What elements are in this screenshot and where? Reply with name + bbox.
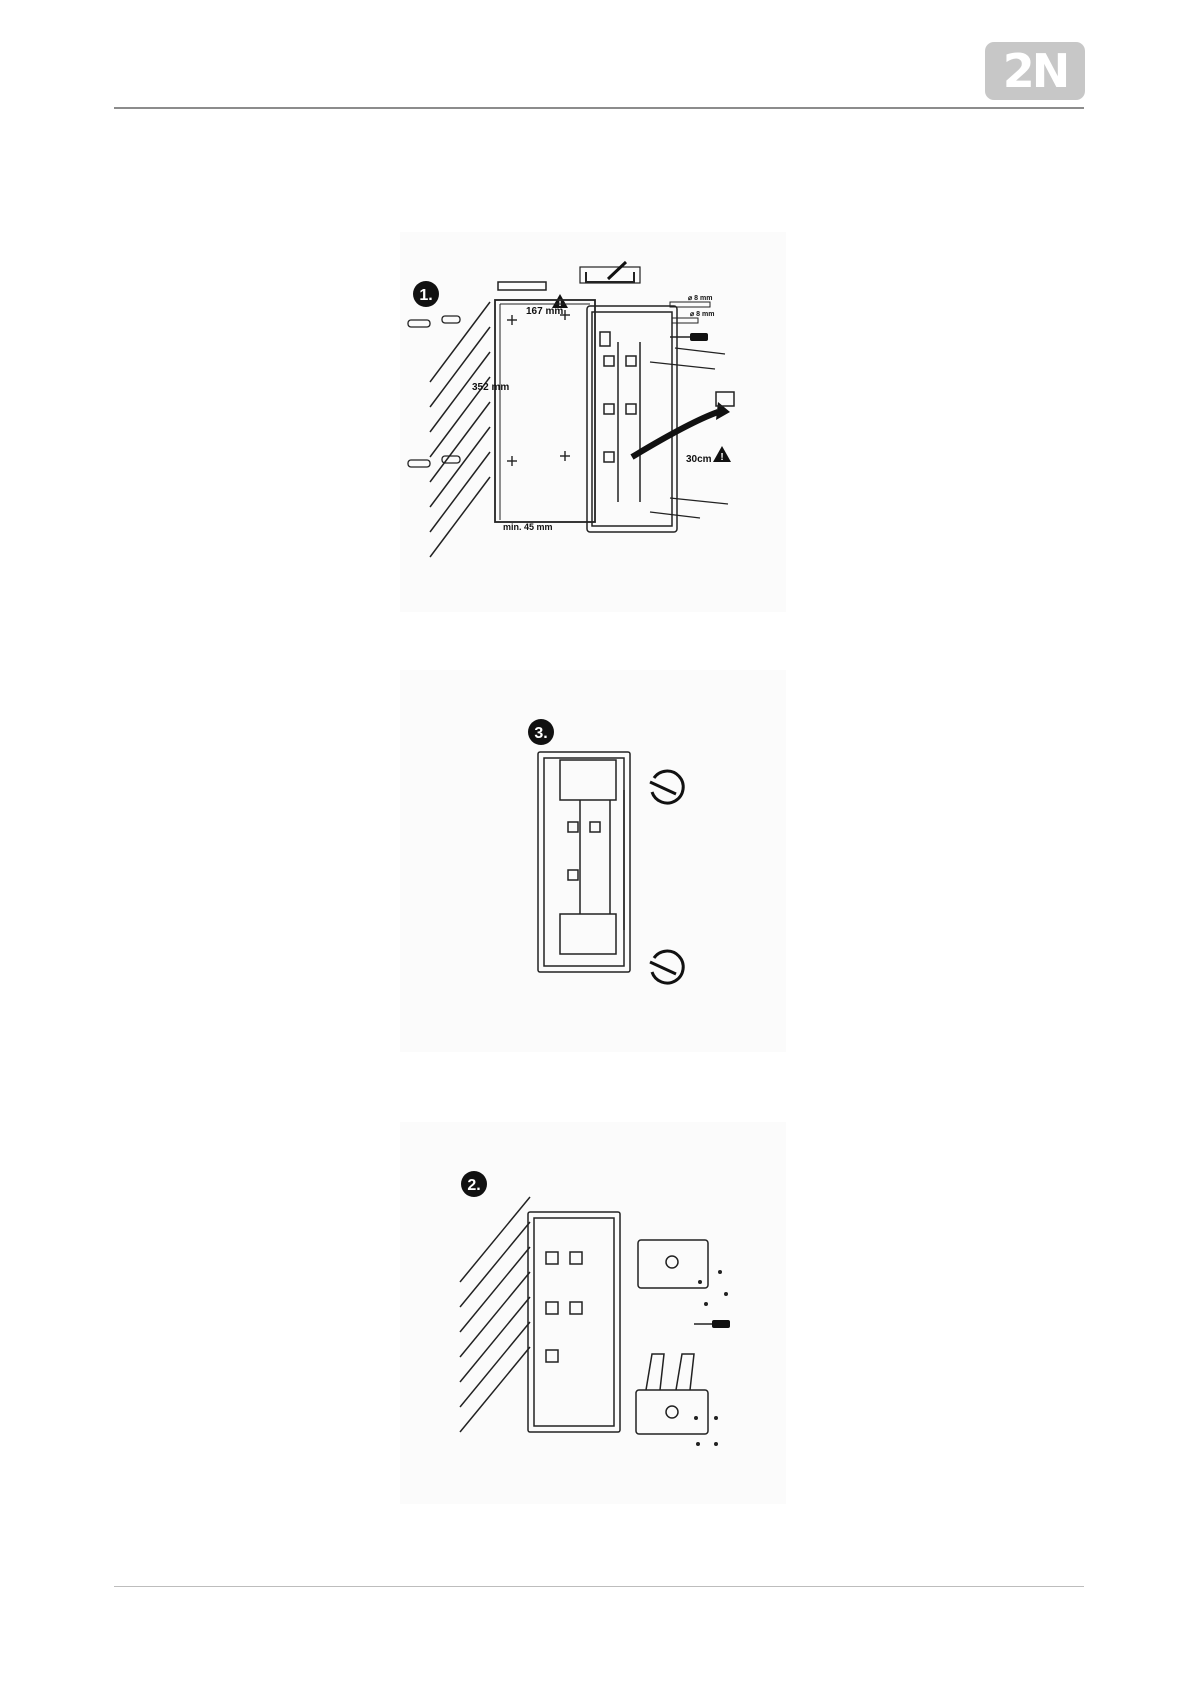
logo-text: 2N bbox=[1003, 48, 1068, 94]
step-badge: 2. bbox=[461, 1171, 487, 1197]
wall-hatch bbox=[430, 302, 490, 557]
screwdriver-icon bbox=[670, 333, 708, 341]
screws bbox=[650, 348, 728, 518]
wall-plug-icon bbox=[672, 318, 698, 323]
backbox-with-brackets bbox=[538, 752, 630, 972]
cable-length-label: 30cm bbox=[686, 454, 712, 465]
screwdriver-icon bbox=[694, 1320, 730, 1328]
step-2-illustration: 2. bbox=[400, 1122, 786, 1504]
width-dimension: 167 mm bbox=[526, 306, 563, 317]
rotate-screwdriver-icon bbox=[650, 771, 683, 803]
cable-arrow bbox=[632, 412, 718, 457]
depth-dimension: min. 45 mm bbox=[503, 522, 553, 532]
step-badge-text: 2. bbox=[467, 1177, 480, 1194]
height-dimension: 352 mm bbox=[472, 382, 509, 393]
wall-recess-outline bbox=[495, 300, 595, 522]
backbox-frame bbox=[587, 306, 677, 532]
brand-logo: 2N bbox=[985, 42, 1085, 100]
step-badge: 1. bbox=[413, 281, 439, 307]
drill-size-label-1: ⌀ 8 mm bbox=[688, 295, 712, 302]
step-badge: 3. bbox=[528, 719, 554, 745]
cable-warning-icon: ! bbox=[713, 446, 731, 463]
footer-rule bbox=[114, 1586, 1084, 1587]
step-badge-text: 3. bbox=[534, 725, 547, 742]
wall-plugs bbox=[408, 316, 460, 467]
top-bracket bbox=[638, 1240, 708, 1288]
wall-hatch bbox=[460, 1197, 530, 1432]
figure-step-2: 2. bbox=[400, 1122, 786, 1504]
step-badge-text: 1. bbox=[419, 287, 432, 304]
screws bbox=[694, 1270, 728, 1446]
rotate-screwdriver-icon bbox=[650, 951, 683, 983]
step-1-illustration: 1. ! 167 mm bbox=[400, 232, 786, 612]
spirit-level-icon bbox=[498, 282, 546, 290]
step-3-illustration: 3. bbox=[400, 670, 786, 1052]
bottom-bracket bbox=[636, 1354, 708, 1434]
backbox-frame bbox=[528, 1212, 620, 1432]
drill-size-label-2: ⌀ 8 mm bbox=[690, 311, 714, 318]
figure-step-1: 1. ! 167 mm bbox=[400, 232, 786, 612]
header-rule bbox=[114, 107, 1084, 109]
svg-text:!: ! bbox=[720, 452, 723, 463]
figure-step-3: 3. bbox=[400, 670, 786, 1052]
drill-marks bbox=[507, 310, 570, 466]
trowel-recess-icon bbox=[580, 262, 640, 283]
